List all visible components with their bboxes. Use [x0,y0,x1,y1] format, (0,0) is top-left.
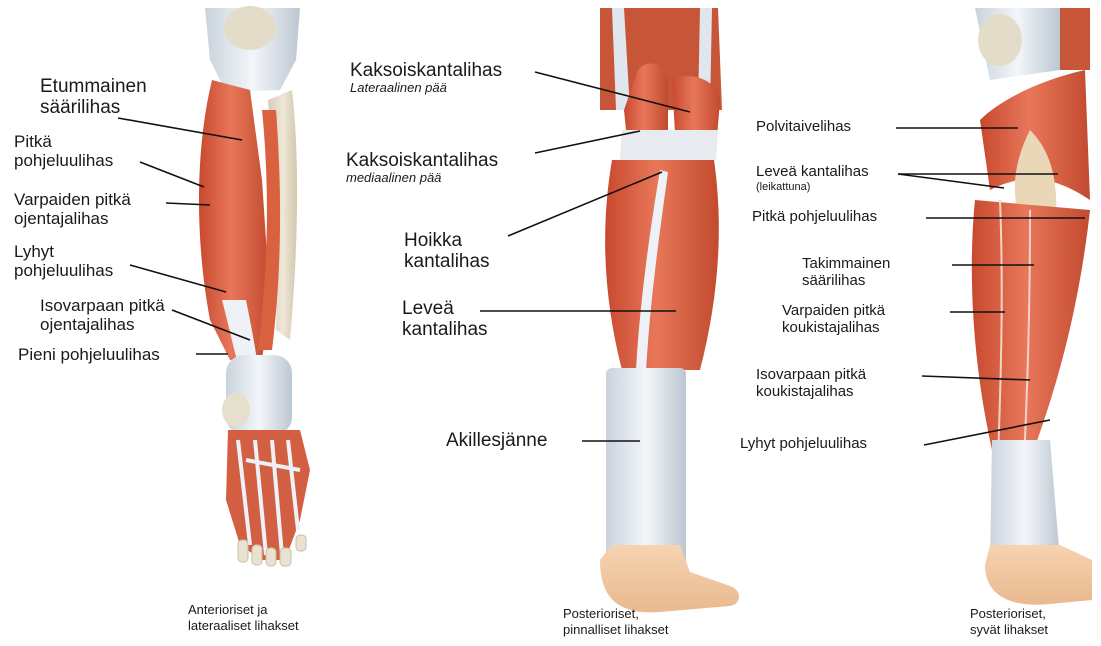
label-subline: (leikattuna) [756,181,869,193]
caption-line: pinnalliset lihakset [563,622,669,638]
label-line: ojentajalihas [14,209,131,228]
label-line: pohjeluulihas [14,261,113,280]
caption-line: Anterioriset ja [188,602,299,618]
label-line: Varpaiden pitkä [782,303,885,320]
label-line: Pitkä pohjeluulihas [752,209,877,226]
label-line: Isovarpaan pitkä [40,296,165,315]
label-soleus-cut: Leveä kantalihas (leikattuna) [756,164,869,193]
label-peroneus-brevis-deep: Lyhyt pohjeluulihas [740,436,867,453]
cut-gastrocnemius-shape [620,130,718,160]
caption-posterior-deep: Posterioriset, syvät lihakset [970,606,1048,639]
posterior-deep-leg-figure [972,8,1092,605]
label-line: Lyhyt [14,242,113,261]
posterior-superficial-leg-figure [600,8,739,612]
label-subline: Lateraalinen pää [350,81,502,96]
label-line: Leveä kantalihas [756,164,869,181]
label-peroneus-longus: Pitkä pohjeluulihas [14,132,113,170]
femur-condyle-shape [978,14,1022,66]
caption-line: Posterioriset, [970,606,1048,622]
label-line: kantalihas [404,251,490,272]
malleolus-shape [222,393,250,427]
label-gastrocnemius-lateral: Kaksoiskantalihas Lateraalinen pää [350,60,502,96]
label-plantaris: Hoikka kantalihas [404,230,490,273]
label-peroneus-brevis: Lyhyt pohjeluulihas [14,242,113,280]
label-line: Pieni pohjeluulihas [18,345,160,364]
label-line: Polvitaivelihas [756,119,851,136]
label-gastrocnemius-medial: Kaksoiskantalihas mediaalinen pää [346,150,498,186]
label-flexor-digitorum-longus: Varpaiden pitkä koukistajalihas [782,303,885,337]
caption-posterior-superficial: Posterioriset, pinnalliset lihakset [563,606,669,639]
label-line: kantalihas [402,319,488,340]
label-extensor-hallucis-longus: Isovarpaan pitkä ojentajalihas [40,296,165,334]
deep-heel-shape [985,545,1092,605]
label-line: säärilihas [802,273,890,290]
label-line: Hoikka [404,230,490,251]
patella-shape [224,6,276,50]
label-peroneus-longus-deep: Pitkä pohjeluulihas [752,209,877,226]
label-line: Varpaiden pitkä [14,190,131,209]
label-line: Etummainen [40,76,147,97]
anterior-leg-figure [199,6,310,566]
label-tibialis-anterior: Etummainen säärilihas [40,76,147,119]
label-tibialis-posterior: Takimmainen säärilihas [802,256,890,290]
label-line: Leveä [402,298,488,319]
upper-deep-muscle-shape [1060,8,1090,70]
caption-line: syvät lihakset [970,622,1048,638]
label-line: säärilihas [40,97,147,118]
heel-shape [600,545,739,612]
label-line: Kaksoiskantalihas [350,60,502,81]
caption-line: Posterioriset, [563,606,669,622]
label-peroneus-tertius: Pieni pohjeluulihas [18,345,160,364]
label-line: koukistajalihas [782,320,885,337]
leader-line [140,162,204,187]
caption-anterior: Anterioriset ja lateraaliset lihakset [188,602,299,635]
label-line: Kaksoiskantalihas [346,150,498,171]
label-line: Isovarpaan pitkä [756,367,866,384]
label-popliteus: Polvitaivelihas [756,119,851,136]
label-line: Lyhyt pohjeluulihas [740,436,867,453]
label-achilles-tendon: Akillesjänne [446,430,547,451]
label-line: Akillesjänne [446,430,547,451]
label-line: pohjeluulihas [14,151,113,170]
label-line: Pitkä [14,132,113,151]
label-line: koukistajalihas [756,384,866,401]
caption-line: lateraaliset lihakset [188,618,299,634]
label-flexor-hallucis-longus: Isovarpaan pitkä koukistajalihas [756,367,866,401]
label-soleus: Leveä kantalihas [402,298,488,341]
label-line: ojentajalihas [40,315,165,334]
label-extensor-digitorum-longus: Varpaiden pitkä ojentajalihas [14,190,131,228]
label-subline: mediaalinen pää [346,171,498,186]
label-line: Takimmainen [802,256,890,273]
